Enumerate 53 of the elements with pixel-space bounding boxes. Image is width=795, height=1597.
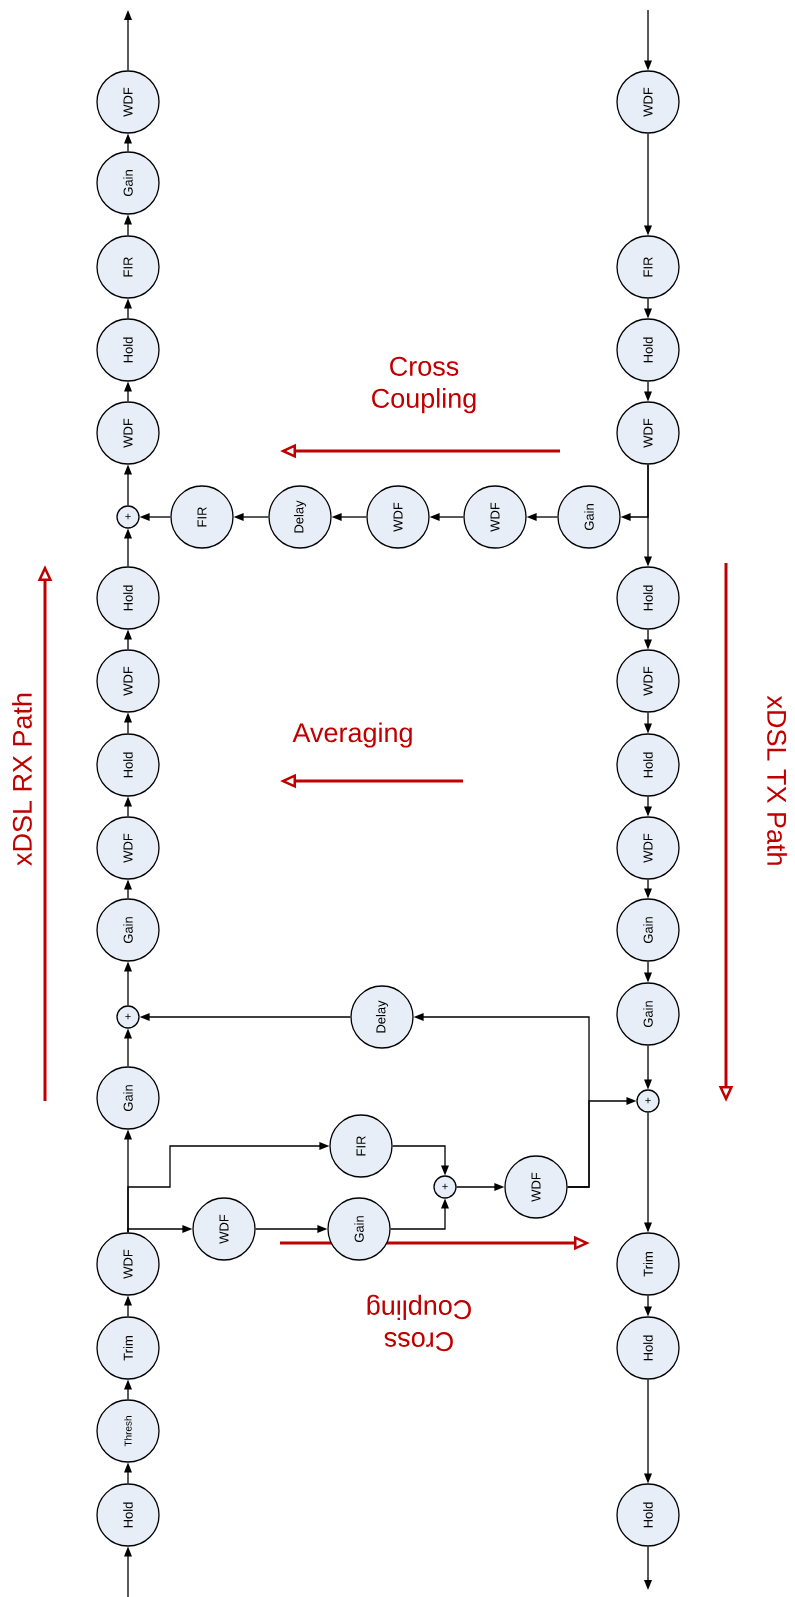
- arrow: [429, 513, 464, 521]
- arrow: [124, 1379, 132, 1400]
- arrow: [255, 1225, 328, 1233]
- arrow: [124, 629, 132, 650]
- arrow: [644, 133, 652, 236]
- arrow: [644, 961, 652, 983]
- arrow: [644, 9, 652, 71]
- arrow: [526, 513, 558, 521]
- arrow: [124, 528, 132, 567]
- summing-junction: +: [116, 1005, 140, 1029]
- summing-junction: +: [116, 505, 140, 529]
- arrow: [124, 796, 132, 817]
- arrow: [124, 10, 132, 71]
- arrow: [124, 214, 132, 236]
- arrow: [124, 381, 132, 402]
- arrow: [233, 513, 269, 521]
- arrow: [456, 1183, 505, 1191]
- arrow: [139, 1013, 351, 1021]
- arrow: [644, 629, 652, 650]
- arrow: [124, 298, 132, 319]
- arrow: [644, 298, 652, 319]
- section-label: Cross Coupling: [367, 1294, 471, 1352]
- arrow: [644, 1295, 652, 1317]
- arrow: [124, 961, 132, 1006]
- arrow: [644, 381, 652, 402]
- arrow: [644, 464, 652, 567]
- section-label: xDSL TX Path: [767, 695, 787, 865]
- arrow: [644, 712, 652, 734]
- summing-junction: +: [433, 1175, 457, 1199]
- arrow: [644, 879, 652, 899]
- section-label: Averaging: [292, 722, 412, 748]
- arrow: [567, 1097, 637, 1188]
- arrow: [331, 513, 367, 521]
- arrow: [644, 1546, 652, 1590]
- summing-junction: +: [636, 1089, 660, 1113]
- section-label: Cross Coupling: [372, 356, 476, 414]
- arrow: [644, 1045, 652, 1090]
- arrow: [392, 1145, 449, 1176]
- arrow: [124, 1028, 132, 1067]
- arrow: [124, 879, 132, 899]
- arrow: [139, 513, 171, 521]
- arrow: [127, 1225, 193, 1233]
- section-label: xDSL RX Path: [12, 693, 32, 866]
- arrow: [124, 133, 132, 152]
- arrow: [124, 712, 132, 734]
- arrow: [124, 1546, 132, 1597]
- arrow: [390, 1198, 449, 1230]
- arrow: [124, 1295, 132, 1317]
- arrow: [124, 464, 132, 506]
- arrow: [644, 1379, 652, 1484]
- arrow: [644, 1112, 652, 1233]
- arrow: [124, 1462, 132, 1484]
- arrow: [644, 796, 652, 817]
